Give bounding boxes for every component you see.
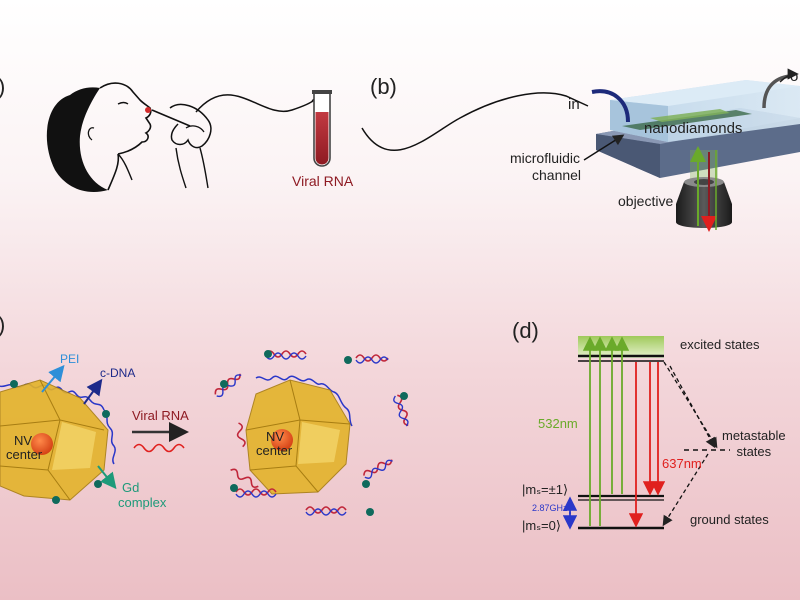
- excited-states-label: excited states: [680, 337, 760, 352]
- cdna-label: c-DNA: [100, 366, 136, 380]
- ms-pm1-label: |mₛ=±1⟩: [522, 482, 569, 497]
- zfs-label: 2.87GHz: [532, 503, 568, 513]
- tube-to-chip-curve: [361, 92, 589, 151]
- nv2-label-line1: NV: [266, 429, 285, 444]
- cdna-arrow: [83, 378, 103, 405]
- ground-states-label: ground states: [690, 512, 769, 527]
- nv2-label-line2: center: [256, 443, 293, 458]
- microfluidic-chip: [596, 80, 800, 178]
- inlet-label: in: [568, 96, 580, 113]
- panel-c-tag: ): [0, 312, 5, 338]
- metastable-line2: states: [736, 444, 772, 459]
- panel-a-tag: ): [0, 74, 5, 100]
- panel-d-tag: (d): [512, 318, 539, 343]
- nanodiamond-after: [245, 375, 353, 495]
- rna-strands-cluster: [214, 350, 409, 516]
- nv-center-label-before: NV center: [6, 434, 42, 462]
- outlet-arrow: [779, 68, 799, 83]
- nv-center-label-after: NV center: [256, 430, 292, 458]
- test-tube-icon: [312, 90, 332, 167]
- green-wavelength-label: 532nm: [538, 416, 578, 431]
- nanodiamonds-label: nanodiamonds: [644, 120, 743, 137]
- pei-label: PEI: [60, 352, 80, 366]
- swab-hand-illustration: [151, 103, 212, 189]
- metastable-line1: metastable: [722, 428, 786, 443]
- gd-label-line2: complex: [118, 495, 167, 510]
- gd-label-line1: Gd: [122, 480, 140, 495]
- viral-rna-squiggle: [133, 443, 185, 453]
- gd-complex-dots: [10, 380, 110, 504]
- channel-label-2: channel: [532, 167, 582, 183]
- reaction-arrow-label: Viral RNA: [132, 408, 189, 423]
- channel-label-1: microfluidic: [510, 150, 581, 166]
- pei-arrow: [41, 364, 65, 393]
- metastable-states-label: metastable states: [722, 428, 786, 460]
- isc-arrow-1: [663, 361, 718, 449]
- sample-transfer-curve: [195, 94, 316, 113]
- gd-complex-label: Gd complex: [118, 480, 166, 510]
- panel-b-tag: (b): [370, 74, 397, 99]
- viral-rna-label: Viral RNA: [292, 173, 354, 189]
- face-illustration: [46, 82, 152, 192]
- ms-0-label: |mₛ=0⟩: [522, 518, 561, 533]
- objective-label: objective: [618, 193, 674, 209]
- nv-label-line1: NV: [14, 433, 33, 448]
- gd-complex-dots-after: [220, 350, 408, 516]
- isc-arrow-2: [669, 365, 716, 449]
- red-wavelength-label: 637nm: [662, 456, 702, 471]
- gd-arrow: [97, 465, 117, 490]
- channel-pointer: [583, 134, 625, 161]
- inlet-tube: [591, 89, 630, 123]
- outlet-label: o: [790, 68, 799, 85]
- nv-label-line2: center: [6, 447, 43, 462]
